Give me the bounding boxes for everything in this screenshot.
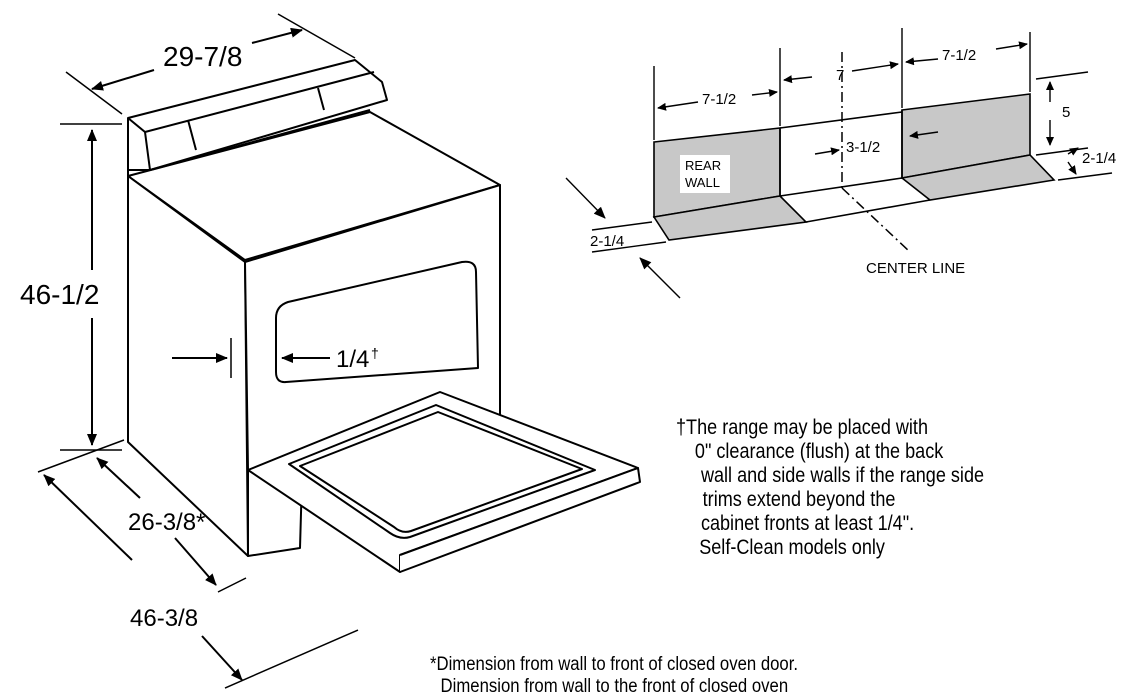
clearance-note-line: 0" clearance (flush) at the back [694, 440, 944, 463]
dim-height: 46-1/2 [20, 123, 122, 451]
clearance-note: †The range may be placed with 0" clearan… [676, 416, 984, 560]
dim-side-trim-mark: † [371, 345, 379, 361]
dim-width: 29-7/8 [65, 13, 356, 115]
clearance-note-line: trims extend beyond the [702, 488, 896, 511]
dim-depth-left-label: 2-1/4 [590, 233, 624, 250]
dim-width-label: 29-7/8 [163, 41, 242, 72]
clearance-note-line: Self-Clean models only [699, 536, 885, 559]
rear-wall-label-line1: REAR [685, 158, 721, 173]
dim-center-gap-label: 7 [836, 67, 844, 84]
dim-depth: 26-3/8* 46-3/8 [37, 439, 359, 689]
center-line-label: CENTER LINE [866, 260, 965, 277]
dim-depth-door-label: 26-3/8* [128, 509, 205, 536]
backsplash-dims [565, 28, 1113, 299]
oven-window [275, 260, 479, 384]
rear-wall-label-line2: WALL [685, 175, 720, 190]
dim-panel-left-label: 7-1/2 [702, 91, 736, 108]
footnote-line: *Dimension from wall to front of closed … [430, 654, 799, 675]
clearance-note-line: The range may be placed with [686, 416, 928, 439]
clearance-note-line: wall and side walls if the range side [700, 464, 985, 487]
dim-panel-height-label: 5 [1062, 104, 1070, 121]
footnote-line: Dimension from wall to the front of clos… [440, 676, 789, 697]
clearance-note-mark: † [676, 416, 687, 439]
range-illustration [127, 59, 641, 573]
floor-strip-right [900, 154, 1056, 201]
dim-panel-right-label: 7-1/2 [942, 47, 976, 64]
backsplash-illustration: REAR WALL CENTER LINE [652, 52, 1056, 277]
backsplash-dim-labels: 7-1/2 7 7-1/2 5 3-1/2 2-1/4 2-1/4 [590, 47, 1116, 250]
dim-inner-offset-label: 3-1/2 [846, 139, 880, 156]
dim-side-trim-label: 1/4 [336, 346, 369, 373]
dim-depth-open-label: 46-3/8 [130, 605, 198, 632]
clearance-note-line: cabinet fronts at least 1/4". [700, 512, 915, 535]
dim-depth-right-label: 2-1/4 [1082, 150, 1116, 167]
dim-height-label: 46-1/2 [20, 279, 99, 310]
dim-side-trim: 1/4 † [172, 338, 379, 378]
footnote: *Dimension from wall to front of closed … [430, 654, 798, 698]
